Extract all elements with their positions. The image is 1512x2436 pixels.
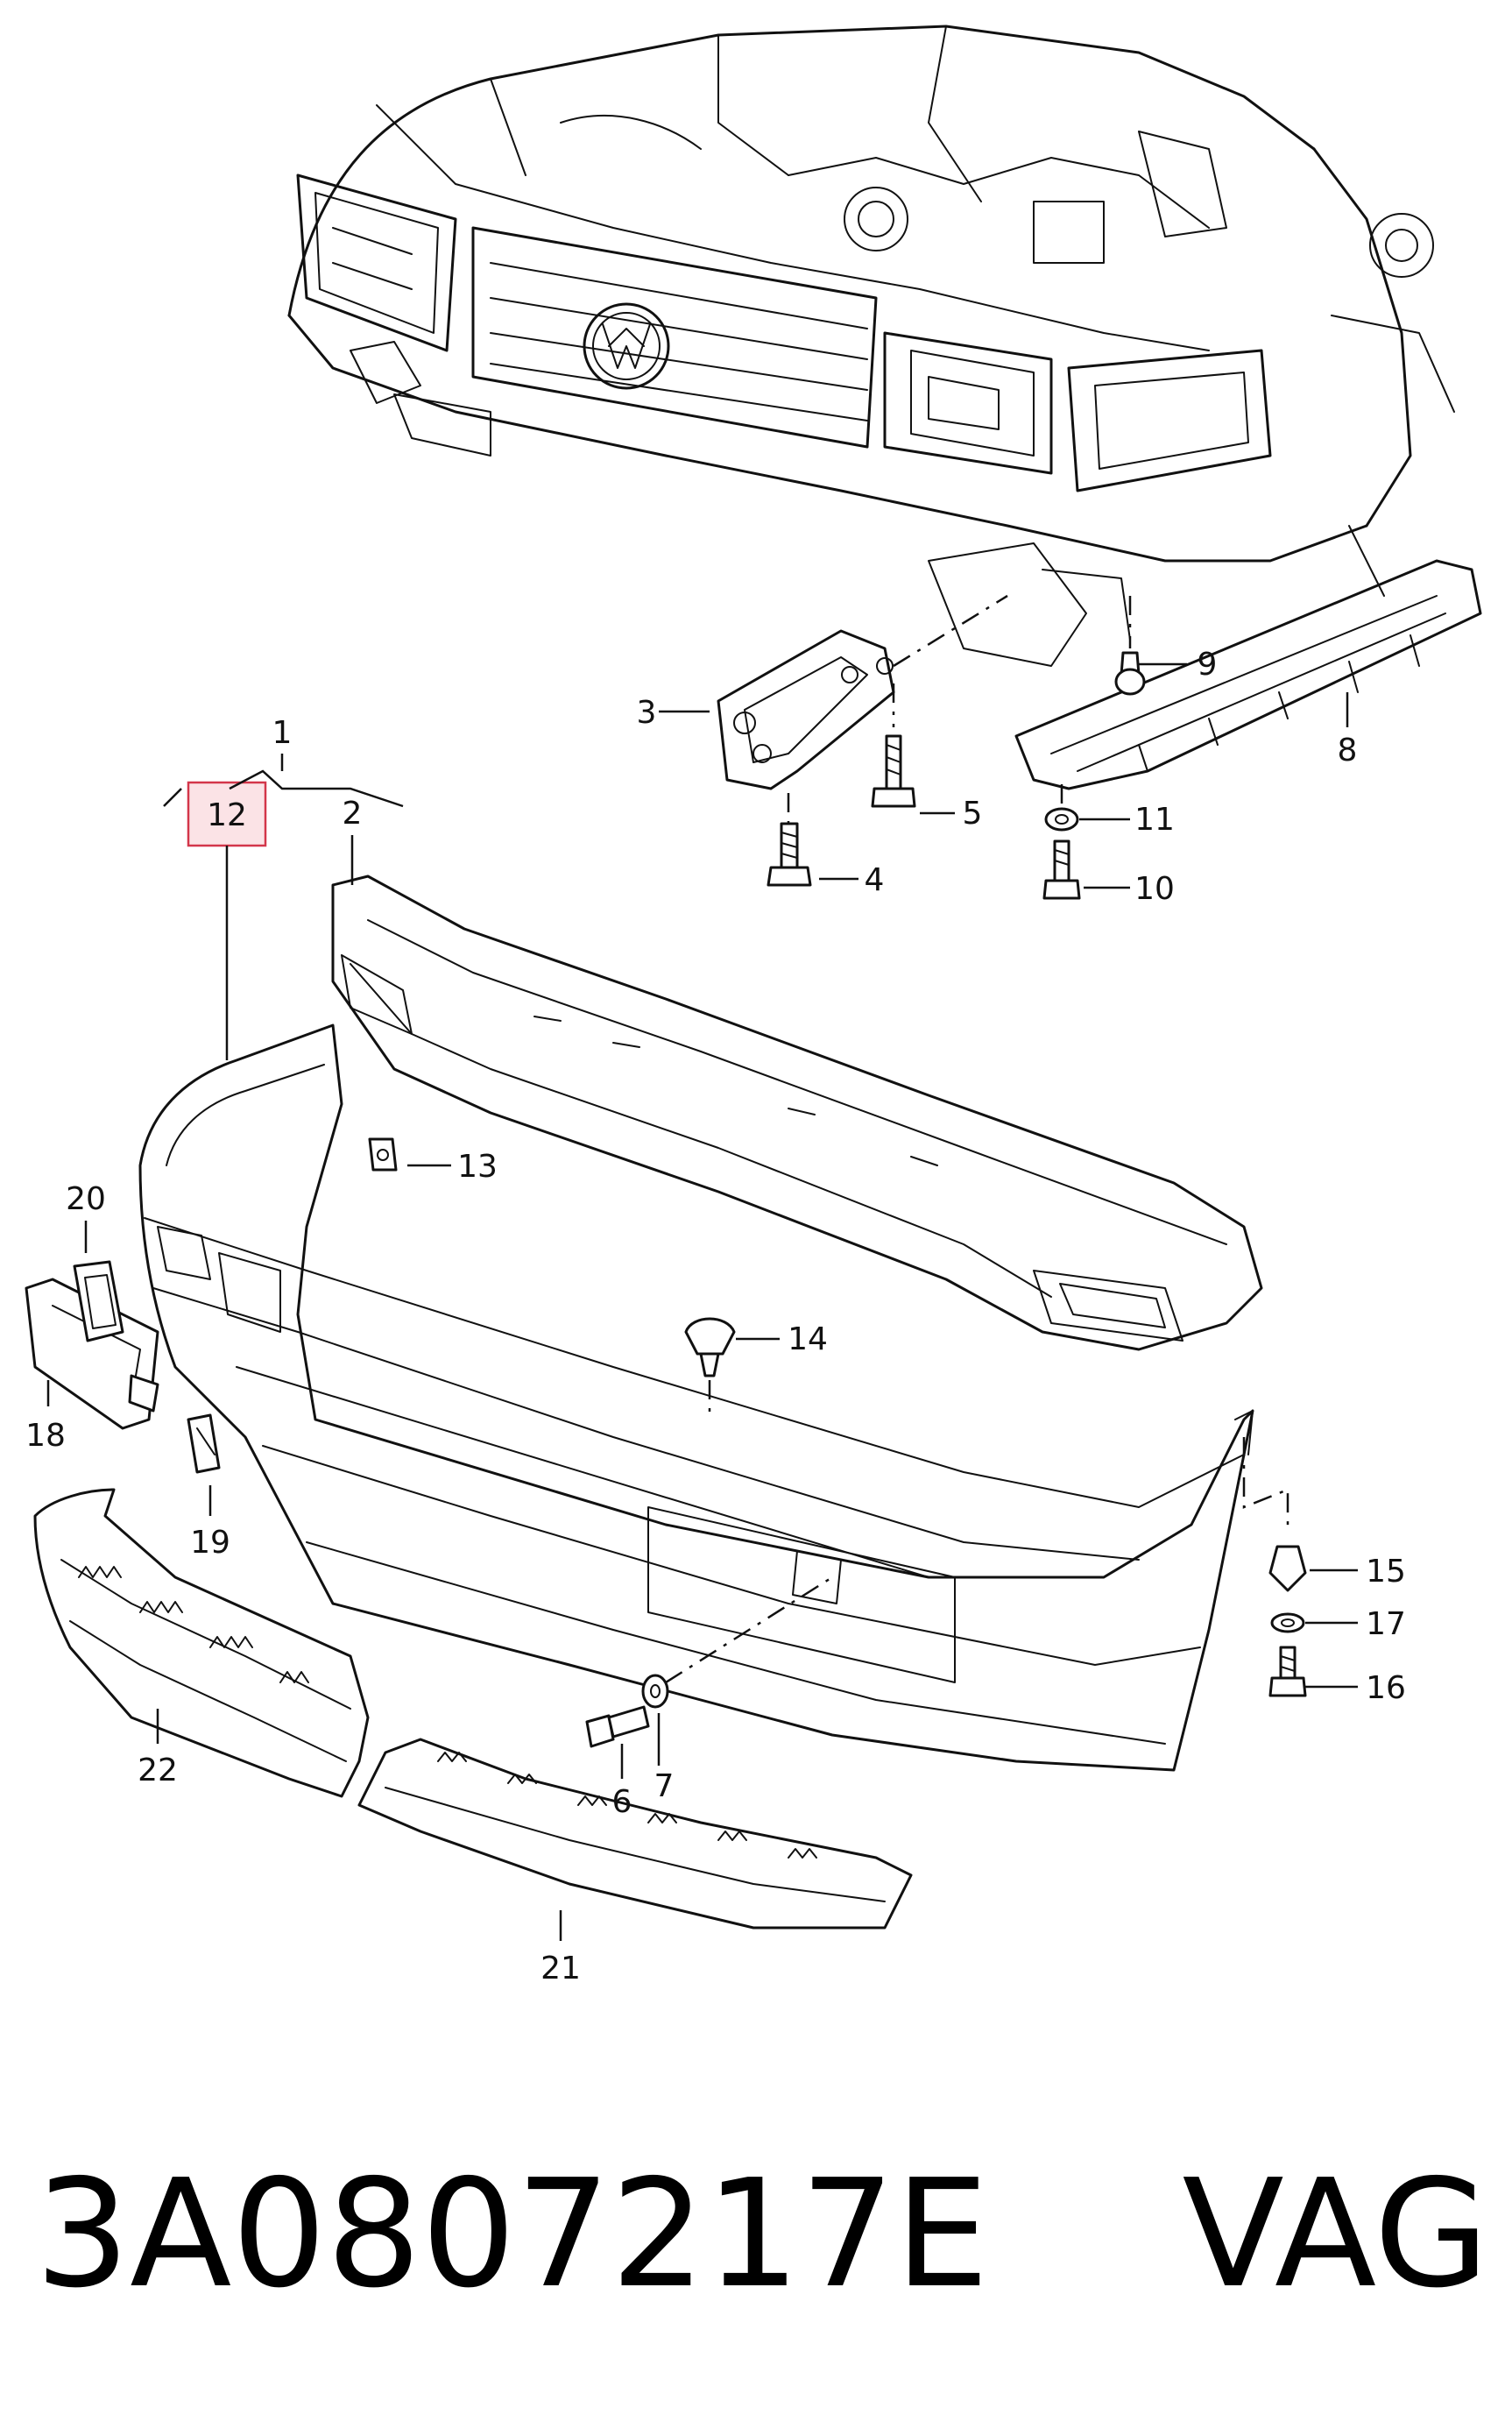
- callout-21: 21: [541, 1951, 581, 1986]
- callout-4: 4: [865, 862, 885, 898]
- callout-8: 8: [1338, 733, 1358, 768]
- part-8-carrier: [1014, 525, 1482, 790]
- callout-16: 16: [1366, 1670, 1406, 1706]
- part-10-bolt: [1042, 839, 1081, 900]
- callout-3: 3: [637, 695, 657, 731]
- part-3-bracket: [717, 629, 895, 790]
- callout-5: 5: [963, 796, 983, 832]
- callout-6: 6: [612, 1784, 632, 1820]
- part-14-rivet: [684, 1317, 736, 1420]
- part-6-bolt: [585, 1705, 650, 1748]
- part-13-clip-nut: [368, 1137, 398, 1172]
- exploded-parts-diagram: 1 2 3 4 5 6 7 8 9 10 11 12 13 14 15 16 1…: [25, 25, 1482, 1986]
- part-20-cover: [73, 1260, 124, 1342]
- callout-2: 2: [343, 796, 363, 832]
- part-15-clip: [1242, 1437, 1307, 1592]
- callout-1: 1: [272, 715, 293, 751]
- callout-22: 22: [138, 1753, 178, 1788]
- assembly-line-3: [893, 594, 1008, 668]
- part-22-spoiler: [33, 1488, 370, 1798]
- part-number: 3A0807217E: [35, 2148, 989, 2321]
- part-4-bolt: [767, 793, 812, 887]
- callout-7: 7: [654, 1768, 675, 1804]
- callout-11: 11: [1134, 802, 1175, 838]
- car-front-illustration: [287, 25, 1455, 667]
- part-21-spoiler: [357, 1738, 913, 1930]
- part-12-bumper-cover: [138, 1023, 1254, 1772]
- part-11-washer: [1044, 784, 1079, 832]
- leader-lines: [46, 662, 1358, 1941]
- callout-13: 13: [457, 1149, 498, 1185]
- part-19-cap: [187, 1413, 221, 1474]
- brand-name: VAG: [1182, 2148, 1489, 2321]
- part-2-reinforcement: [331, 875, 1263, 1351]
- callout-9: 9: [1198, 647, 1218, 683]
- part-16-bolt: [1268, 1646, 1307, 1697]
- part-7-washer: [641, 1576, 833, 1709]
- callout-19: 19: [190, 1525, 230, 1561]
- callout-17: 17: [1366, 1606, 1406, 1642]
- callout-20: 20: [66, 1181, 106, 1217]
- callout-labels: 1 2 3 4 5 6 7 8 9 10 11 12 13 14 15 16 1…: [25, 647, 1406, 1986]
- part-17-washer: [1270, 1612, 1305, 1633]
- caption: 3A0807217E VAG: [35, 2138, 1489, 2331]
- part-18-cover: [25, 1278, 159, 1430]
- callout-12: 12: [207, 797, 247, 833]
- part-9-clip: [1114, 596, 1146, 696]
- callout-10: 10: [1134, 871, 1175, 907]
- callout-15: 15: [1366, 1554, 1406, 1590]
- part-5-screw: [871, 683, 916, 808]
- callout-14: 14: [788, 1321, 828, 1357]
- callout-18: 18: [25, 1418, 66, 1454]
